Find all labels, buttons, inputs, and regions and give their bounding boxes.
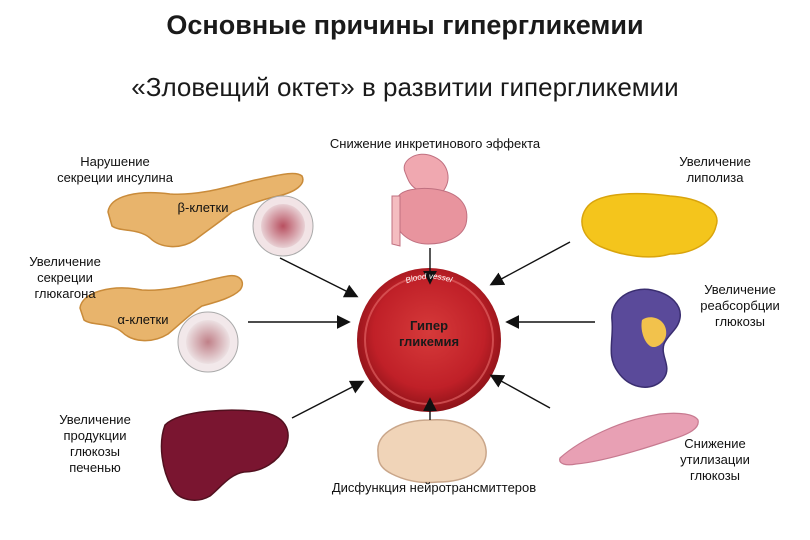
label-lipolysis: Увеличение липолиза (650, 154, 780, 186)
label-kidney: Увеличение реабсорбции глюкозы (680, 282, 800, 330)
label-liver-line4: печенью (69, 460, 121, 475)
arrow-lipolysis (489, 241, 571, 286)
label-muscle-line3: глюкозы (689, 468, 740, 483)
label-insulin: Нарушение секреции инсулина (50, 154, 180, 186)
label-incretin: Снижение инкретинового эффекта (329, 136, 541, 151)
label-alpha-cells: α-клетки (117, 312, 169, 327)
label-lipolysis-line2: липолиза (686, 170, 744, 185)
beta-cell-image (252, 195, 314, 257)
alpha-cell-image (177, 311, 239, 373)
label-kidney-line1: Увеличение (704, 282, 776, 297)
label-muscle: Снижение утилизации глюкозы (660, 436, 770, 484)
kidney-image (610, 288, 681, 388)
arrow-insulin (279, 257, 359, 298)
pancreas-image (79, 274, 244, 342)
label-glucagon-line1: Увеличение (29, 254, 101, 269)
arrow-muscle (489, 374, 551, 409)
label-glucagon-line2: секреции (37, 270, 93, 285)
label-muscle-line2: утилизации (680, 452, 750, 467)
muscle-image (559, 412, 699, 466)
liver-image (160, 409, 289, 501)
label-kidney-line3: глюкозы (714, 314, 765, 329)
brain-image (377, 419, 487, 484)
gut-image (391, 153, 468, 247)
label-liver-line1: Увеличение (59, 412, 131, 427)
label-lipolysis-line1: Увеличение (679, 154, 751, 169)
page-title: Основные причины гипергликемии (166, 10, 644, 40)
label-muscle-line1: Снижение (684, 436, 746, 451)
label-insulin-line2: секреции инсулина (57, 170, 173, 185)
label-beta-cells: β-клетки (177, 200, 229, 215)
arrow-liver (291, 380, 365, 419)
fat-tissue-image (581, 193, 718, 258)
label-insulin-line1: Нарушение (80, 154, 150, 169)
center-label: Гипер гликемия (389, 318, 469, 350)
label-liver: Увеличение продукции глюкозы печенью (40, 412, 150, 476)
center-label-line2: гликемия (398, 334, 460, 349)
center-label-line1: Гипер (409, 318, 449, 333)
label-liver-line3: глюкозы (69, 444, 120, 459)
label-kidney-line2: реабсорбции (700, 298, 780, 313)
page-subtitle: «Зловещий октет» в развитии гипергликеми… (131, 72, 679, 102)
label-glucagon-line3: глюкагона (34, 286, 96, 301)
label-glucagon: Увеличение секреции глюкагона (10, 254, 120, 302)
label-liver-line2: продукции (63, 428, 127, 443)
label-neuro: Дисфункция нейротрансмиттеров (331, 480, 537, 495)
